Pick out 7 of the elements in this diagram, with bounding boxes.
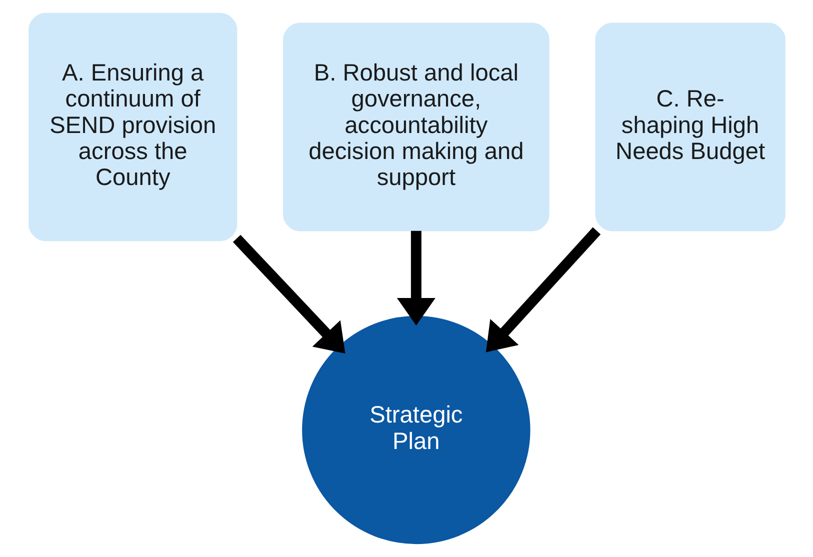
- arrow: [485, 227, 600, 352]
- arrow: [232, 234, 345, 354]
- node-box: B. Robust and local governance, accountability decision making and support: [282, 22, 549, 232]
- arrow: [396, 230, 435, 326]
- node-box: C. Re-shaping High Needs Budget: [594, 22, 785, 232]
- node-box: A. Ensuring a continuum of SEND provision across the County: [28, 12, 237, 242]
- node-circle: Strategic Plan: [302, 316, 530, 544]
